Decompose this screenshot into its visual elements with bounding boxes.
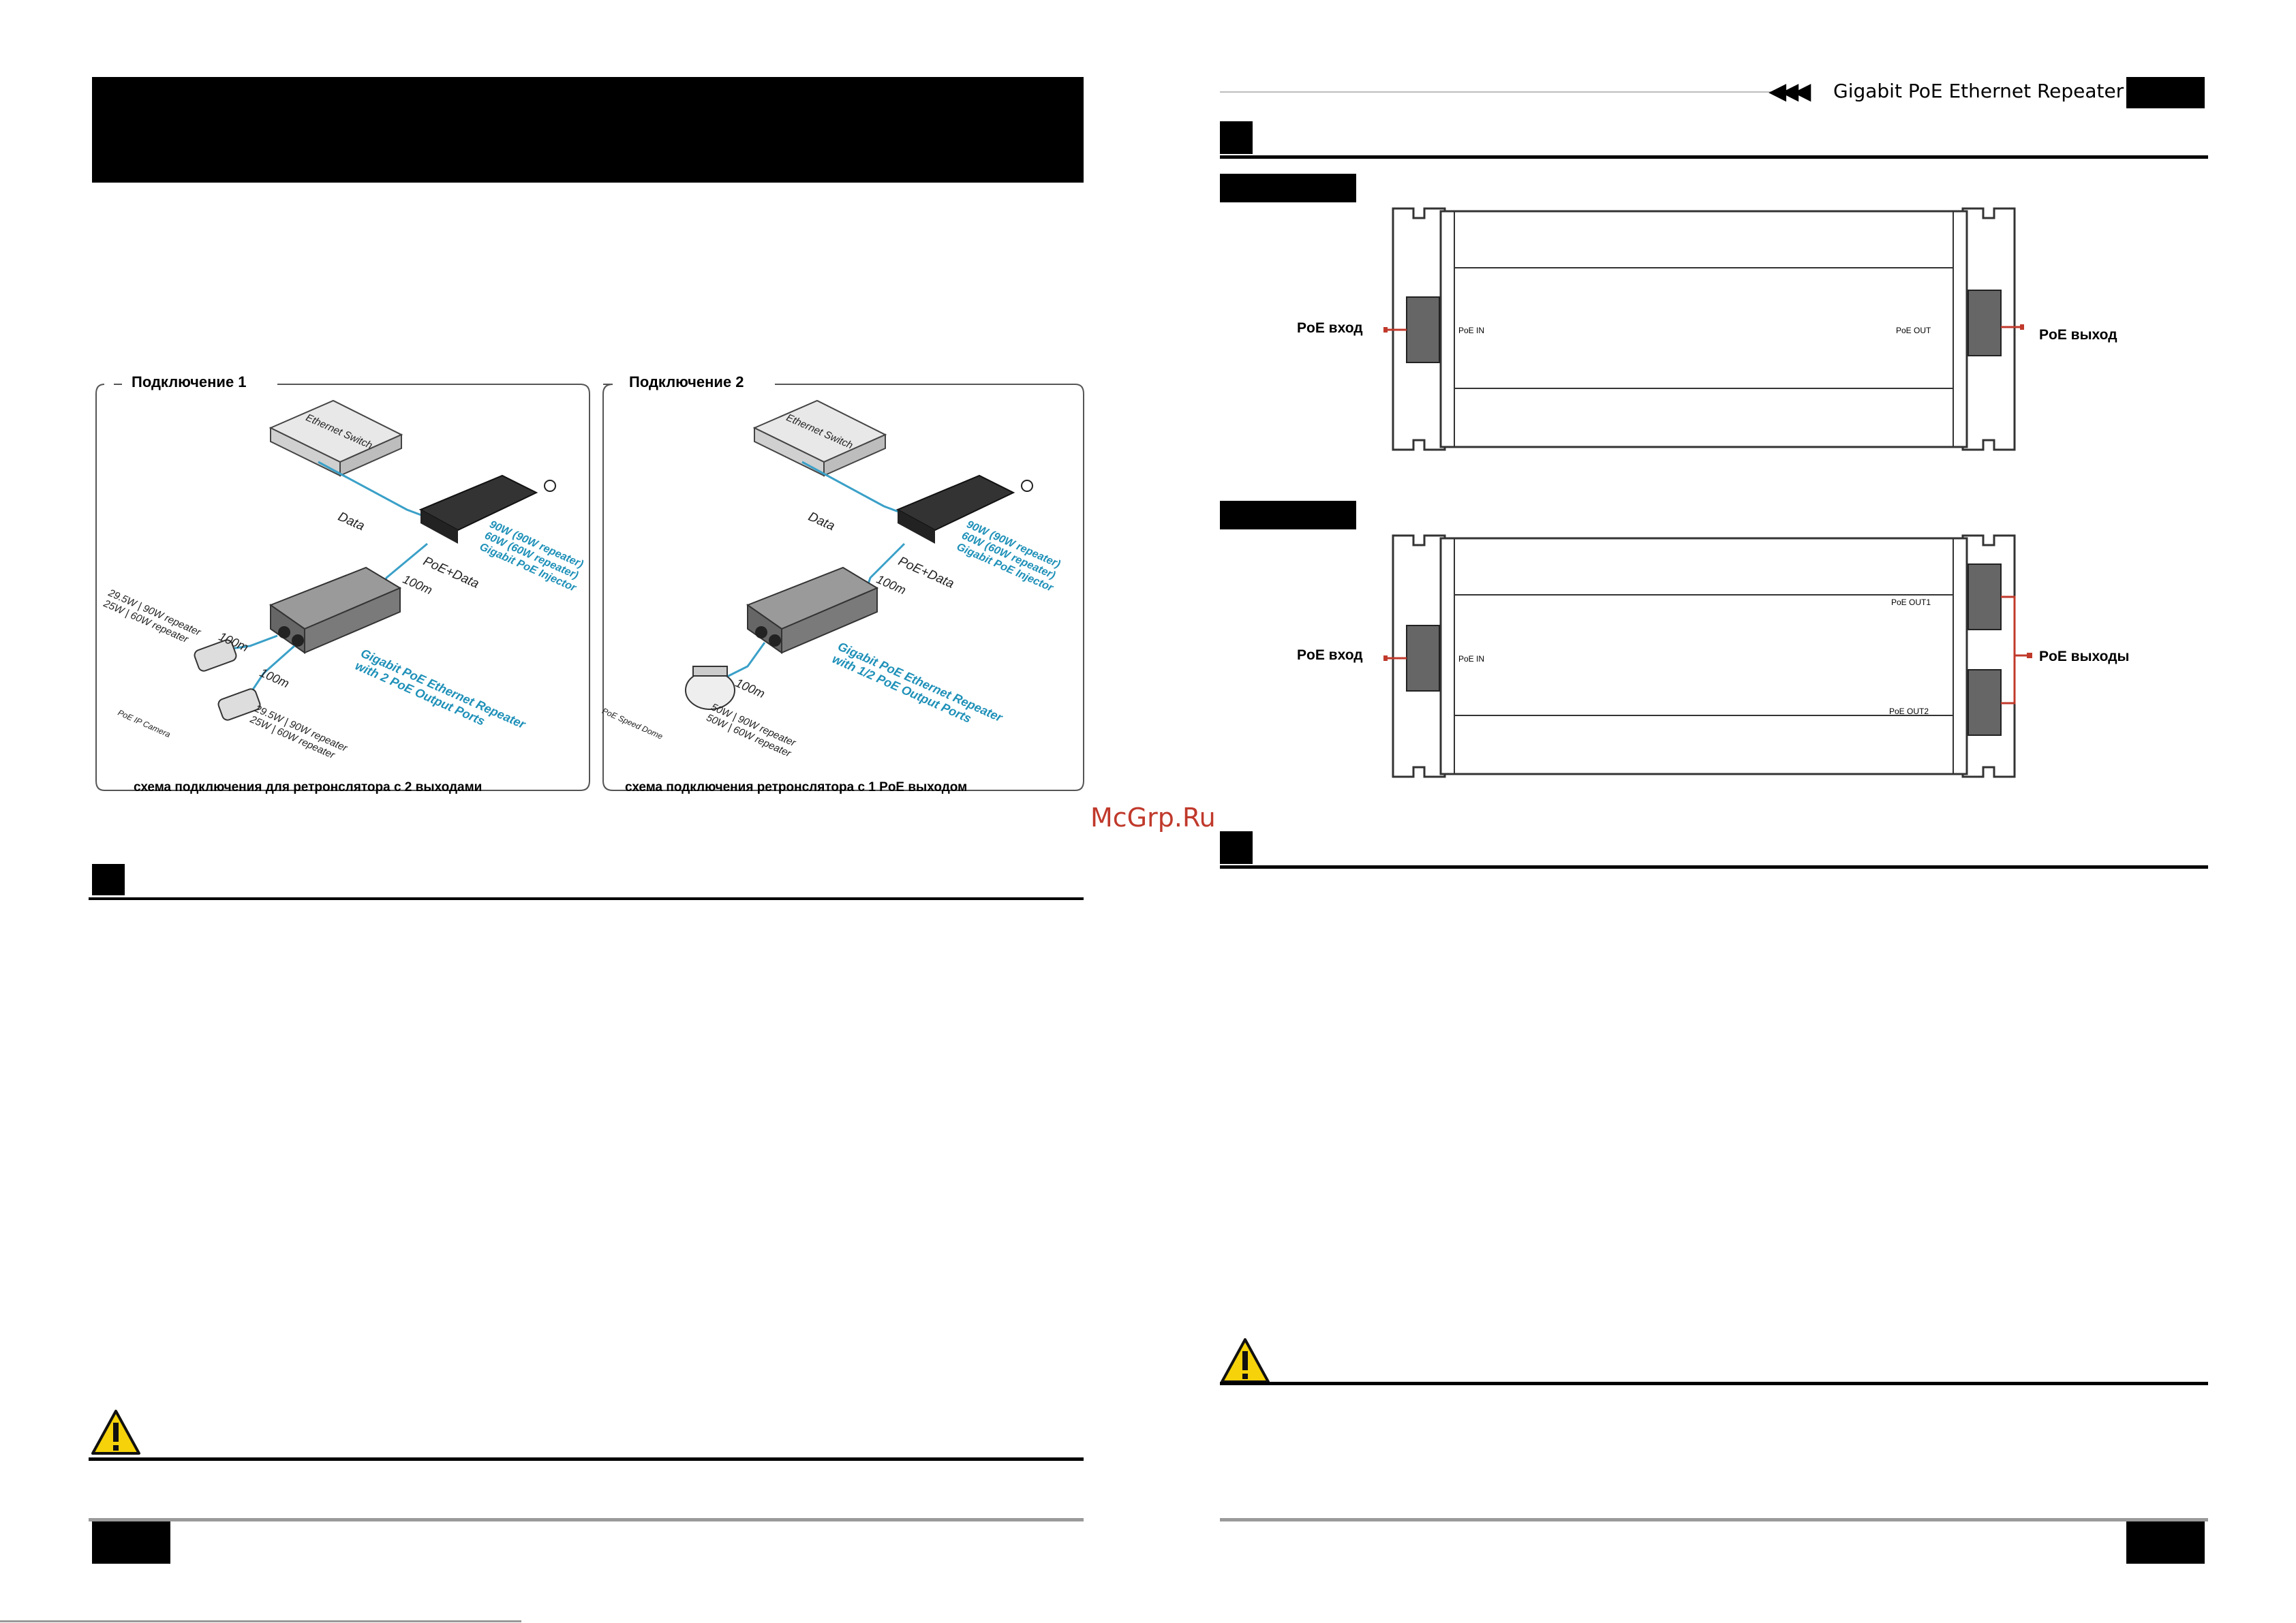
title-banner	[92, 77, 1084, 183]
figure2-label-box	[1220, 501, 1356, 529]
repeater-diagram-single-output	[1383, 207, 2024, 451]
panel2-drawing	[685, 399, 1033, 710]
warning-icon-2	[1221, 1338, 1270, 1383]
panel2-caption: схема подключения ретронслятора с 1 PoE …	[625, 780, 968, 794]
warning-icon	[91, 1410, 140, 1455]
page-number-box-2	[2126, 1521, 2205, 1564]
repeater-diagram-dual-output	[1383, 534, 2032, 778]
figure1-input-annotation: PoE вход	[1297, 320, 1363, 336]
section-rule-3	[1220, 865, 2208, 869]
panel1-caption: схема подключения для ретронслятора с 2 …	[134, 780, 483, 794]
figure2-port-out1-label: PoE OUT1	[1891, 598, 1931, 607]
panel2-title: Подключение 2	[629, 373, 744, 390]
section-rule	[89, 897, 1084, 900]
section-number-box-3	[1220, 831, 1253, 864]
watermark: McGrp.Ru	[1090, 803, 1216, 833]
header-thin-line	[1220, 91, 1772, 93]
panel1-drawing	[194, 399, 556, 721]
figure2-output-annotation: PoE выходы	[2039, 649, 2130, 664]
header-arrows-icon: ◀◀◀	[1769, 78, 1811, 104]
connection-diagram	[95, 384, 1084, 791]
figure2-input-annotation: PoE вход	[1297, 647, 1363, 663]
figure1-output-annotation: PoE выход	[2039, 327, 2117, 343]
figure1-port-out-label: PoE OUT	[1896, 326, 1931, 335]
footer-rule-2	[1220, 1518, 2208, 1521]
panel1-title: Подключение 1	[132, 373, 247, 390]
warning-rule-2	[1220, 1382, 2208, 1385]
figure1-port-in-label: PoE IN	[1458, 326, 1485, 335]
bottom-edge-line	[0, 1620, 521, 1622]
section-rule-2	[1220, 155, 2208, 159]
footer-rule	[89, 1518, 1084, 1521]
section-number-box	[92, 864, 125, 895]
header-page-box	[2126, 77, 2205, 108]
page-number-box	[92, 1521, 170, 1564]
figure1-label-box	[1220, 174, 1356, 202]
header-title: Gigabit PoE Ethernet Repeater	[1833, 80, 2124, 102]
figure2-port-out2-label: PoE OUT2	[1889, 707, 1929, 716]
warning-rule	[89, 1457, 1084, 1461]
section-number-box-2	[1220, 121, 1253, 154]
figure2-port-in-label: PoE IN	[1458, 654, 1485, 664]
